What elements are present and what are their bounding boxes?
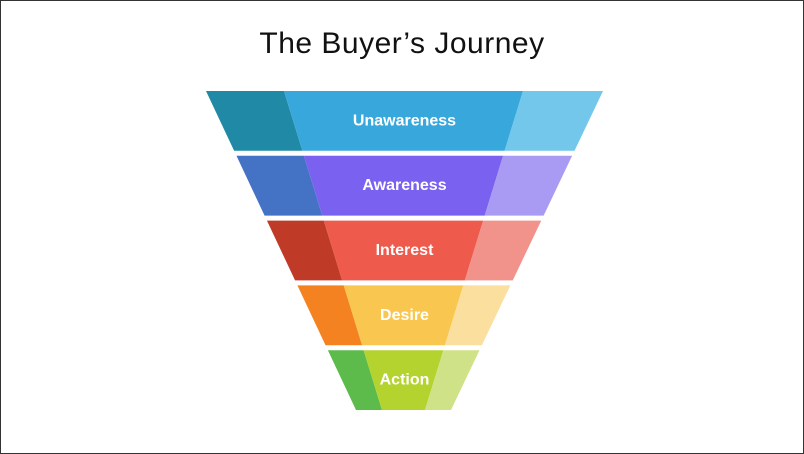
stage-band-main	[343, 285, 464, 346]
stage-band-main	[323, 220, 484, 281]
funnel-stage: Desire	[297, 285, 511, 346]
stage-band-light	[504, 91, 603, 151]
stage-label: Unawareness	[353, 112, 456, 129]
stage-band-main	[363, 350, 444, 410]
stage-band-dark	[297, 285, 363, 346]
funnel-stage: Interest	[266, 220, 542, 281]
stage-band-main	[303, 155, 504, 216]
stage-band-dark	[236, 155, 323, 216]
funnel-stage: Awareness	[236, 155, 573, 216]
stage-band-dark	[266, 220, 343, 281]
stage-band-light	[484, 155, 573, 216]
stage-band-dark	[206, 91, 303, 151]
stage-label: Desire	[380, 307, 429, 324]
stage-label: Interest	[376, 242, 434, 259]
stage-band-light	[464, 220, 542, 281]
stage-band-main	[284, 91, 523, 151]
page-title: The Buyer’s Journey	[259, 27, 545, 60]
funnel-stage: Action	[327, 350, 480, 410]
funnel-stage: Unawareness	[206, 91, 603, 151]
stage-label: Action	[380, 372, 430, 389]
stage-label: Awareness	[362, 177, 446, 194]
stage-band-dark	[327, 350, 382, 410]
stage-band-light	[425, 350, 480, 410]
stage-band-light	[444, 285, 511, 346]
